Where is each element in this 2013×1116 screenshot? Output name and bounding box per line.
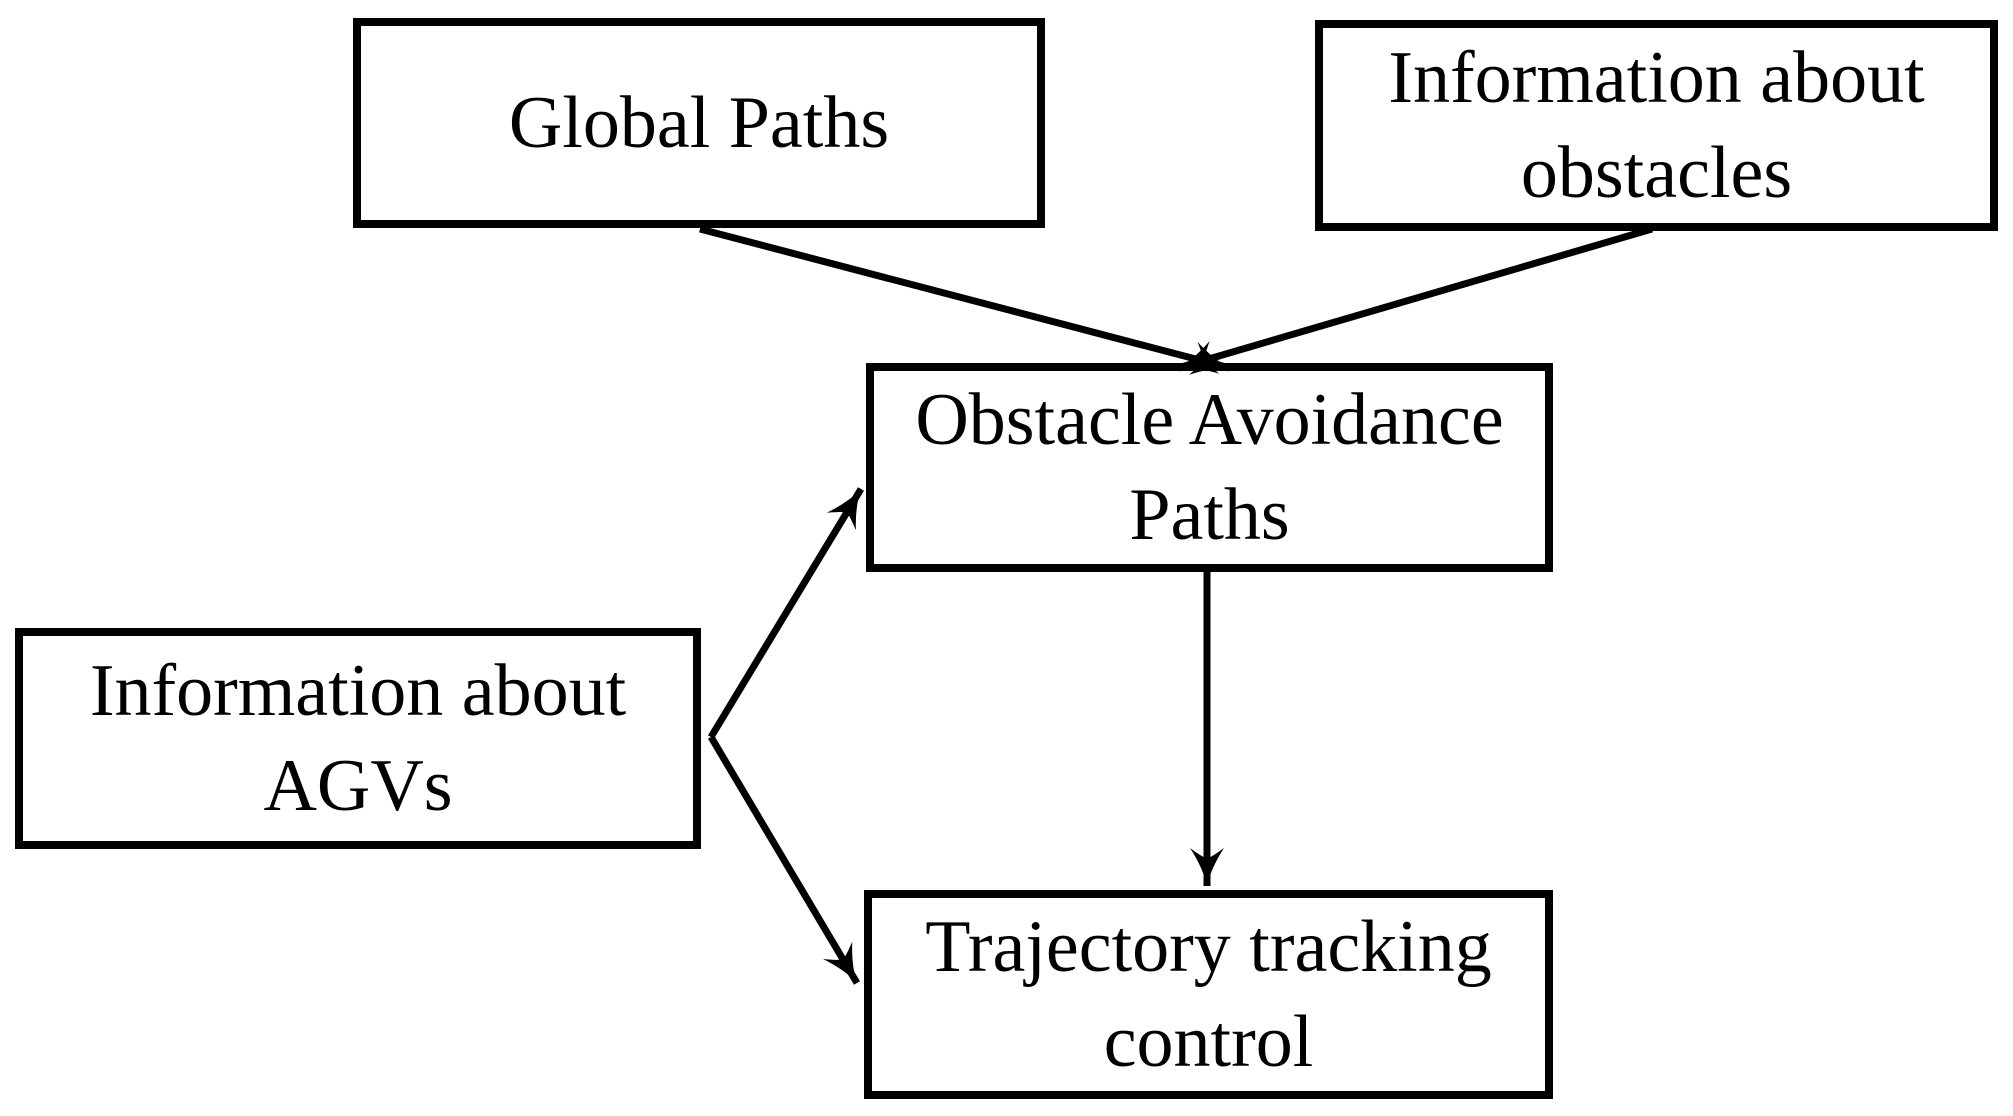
box-label-line: obstacles — [1520, 131, 1793, 214]
box-global-paths: Global Paths — [353, 18, 1045, 228]
box-label-line: AGVs — [263, 744, 453, 827]
box-label-line: Global Paths — [508, 81, 890, 164]
box-obstacle-avoidance-paths: Obstacle Avoidance Paths — [866, 363, 1553, 572]
arrow-information-obstacles-to-obstacle-avoidance — [1177, 225, 1653, 374]
box-label-line: control — [1103, 1000, 1314, 1083]
arrow-information-agvs-to-obstacle-avoidance — [708, 487, 864, 739]
box-information-about-agvs: Information about AGVs — [15, 628, 701, 849]
arrow-information-agvs-to-trajectory-control — [707, 735, 861, 985]
box-label-line: Information about — [1388, 36, 1925, 119]
box-label-line: Trajectory tracking — [925, 905, 1492, 988]
box-label-line: Obstacle Avoidance — [915, 378, 1504, 461]
box-label-line: Paths — [1129, 473, 1290, 556]
arrow-global-paths-to-obstacle-avoidance — [699, 225, 1231, 375]
box-trajectory-tracking-control: Trajectory tracking control — [864, 890, 1553, 1099]
box-label-line: Information about — [89, 649, 627, 732]
box-information-about-obstacles: Information about obstacles — [1315, 20, 1998, 231]
